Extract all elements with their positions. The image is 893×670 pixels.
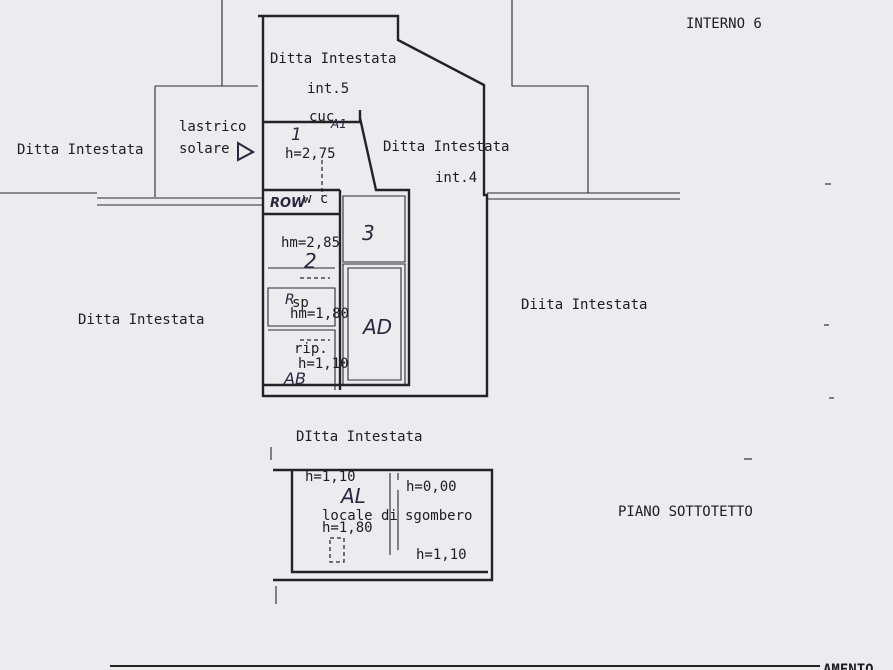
scan-marks (744, 183, 834, 460)
room2-mark: 2 (304, 249, 317, 273)
kitchen-label: cuc (309, 109, 334, 125)
attic-height-middle: h=1,80 (322, 520, 373, 536)
storage-mark: AB (283, 369, 306, 388)
terrace-label-line2: solare (179, 141, 230, 157)
neighbor-outlines (0, 0, 680, 206)
attic-height-top-right: h=0,00 (406, 479, 457, 495)
attic-height-bottom: h=1,10 (416, 547, 467, 563)
attic-height-top-left: h=1,10 (305, 469, 356, 485)
kitchen-height: h=2,75 (285, 146, 336, 162)
attic-mark: AL (339, 484, 366, 508)
closet-mark: R (285, 292, 295, 308)
interior-label: INTERNO 6 (686, 16, 762, 32)
closet-height: hm=1,80 (290, 306, 349, 322)
neighbor-label-left-middle: Ditta Intestata (78, 312, 204, 328)
neighbor-label-left-upper: Ditta Intestata (17, 142, 143, 158)
attic-name-line2: sgombero (405, 508, 472, 524)
kitchen-mark-code: A1 (330, 117, 347, 131)
kitchen-mark-number: 1 (291, 125, 302, 145)
room2-height: hm=2,85 (281, 235, 340, 251)
storage-label: rip. (294, 341, 328, 357)
room3-mark: 3 (362, 221, 375, 245)
bath-mark: ROW (270, 196, 306, 211)
closet-label: sp (292, 295, 309, 311)
neighbor-label-above-attic: DItta Intestata (296, 429, 422, 445)
attic-name-line1: locale di (322, 508, 398, 524)
footer-fragment: AMENTO (823, 662, 874, 670)
floor-label: PIANO SOTTOTETTO (618, 504, 753, 520)
unit-label-right: int.4 (435, 170, 477, 186)
terrace-label-line1: lastrico (179, 119, 246, 135)
entrance-arrow-icon (237, 141, 256, 162)
bath-label: w c (303, 191, 328, 207)
long-room-mark: AD (361, 315, 392, 339)
neighbor-label-top: Ditta Intestata (270, 51, 396, 67)
apartment-walls (258, 14, 489, 398)
storage-height: h=1,10 (298, 356, 349, 372)
neighbor-label-right-middle: Diita Intestata (521, 297, 647, 313)
neighbor-label-right-upper: Ditta Intestata (383, 139, 509, 155)
unit-label-top: int.5 (307, 81, 349, 97)
attic-walls (270, 447, 494, 604)
